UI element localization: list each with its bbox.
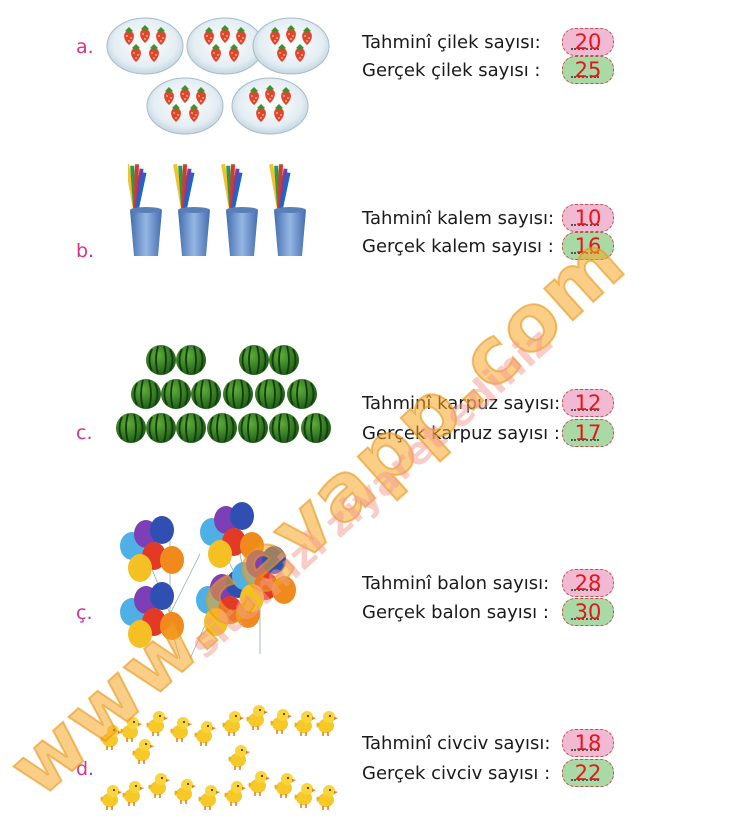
actual-answer-cc[interactable]: 30 <box>562 598 614 626</box>
actual-answer-b[interactable]: 16 <box>562 232 614 260</box>
item-label-a: a. <box>76 36 94 58</box>
estimate-text-c: Tahminî karpuz sayısı: <box>362 393 561 414</box>
estimate-answer-b[interactable]: 10 <box>562 204 614 232</box>
balloon-bunches-icon <box>120 502 296 660</box>
actual-text-c: Gerçek karpuz sayısı : <box>362 423 560 444</box>
estimate-text-a: Tahminî çilek sayısı: <box>362 32 541 53</box>
item-label-b: b. <box>76 240 95 262</box>
estimate-text-cc: Tahminî balon sayısı: <box>362 573 550 594</box>
watermelon-pile-icon <box>115 344 332 444</box>
actual-answer-c[interactable]: 17 <box>562 419 614 447</box>
actual-text-b: Gerçek kalem sayısı : <box>362 236 554 257</box>
actual-text-d: Gerçek civciv sayısı : <box>362 763 551 784</box>
estimate-answer-d[interactable]: 18 <box>562 729 614 757</box>
estimate-answer-a[interactable]: 20 <box>562 28 614 56</box>
estimate-text-d: Tahminî civciv sayısı: <box>362 733 551 754</box>
strawberry-plates-icon <box>105 14 330 136</box>
actual-text-a: Gerçek çilek sayısı : <box>362 60 541 81</box>
estimate-answer-cc[interactable]: 28 <box>562 569 614 597</box>
estimate-text-b: Tahminî kalem sayısı: <box>362 208 555 229</box>
item-label-cc: ç. <box>76 602 93 624</box>
estimate-answer-c[interactable]: 12 <box>562 389 614 417</box>
actual-answer-d[interactable]: 22 <box>562 759 614 787</box>
actual-answer-a[interactable]: 25 <box>562 56 614 84</box>
pencil-cups-icon <box>128 164 306 256</box>
item-label-d: d. <box>76 758 95 780</box>
actual-text-cc: Gerçek balon sayısı : <box>362 602 549 623</box>
chick-group-icon <box>99 704 338 811</box>
item-label-c: c. <box>76 422 93 444</box>
